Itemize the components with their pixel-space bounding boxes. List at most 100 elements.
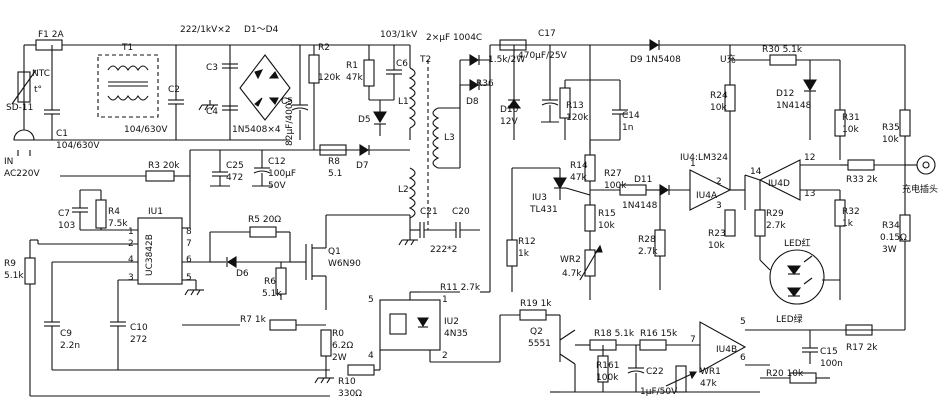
- output-filter: C17 470μF/25V D10 12V R13 120k C14 1n D9…: [500, 29, 938, 195]
- tl431-reference: R14 47k R27 100k D11 1N4148 IU3 TL431 R1…: [506, 140, 690, 296]
- c14-label: C14: [622, 111, 640, 121]
- r2-value: 120k: [318, 73, 341, 83]
- iu4d-pin-13: 13: [804, 189, 815, 199]
- r4-value: 7.5k: [108, 219, 128, 229]
- pin-4: 4: [128, 255, 134, 265]
- u-charge-label: U充: [720, 53, 736, 65]
- d12-label: D12: [776, 89, 794, 99]
- r10-value: 330Ω: [338, 389, 362, 399]
- c2-label: C2: [168, 85, 180, 95]
- r9-value: 5.1k: [4, 271, 24, 281]
- bridge-rectifier: 222/1kV×2 D1～D4 C3 C4 1N5408×4: [180, 25, 291, 141]
- c20-label: C20: [452, 207, 470, 217]
- r9-label: R9: [4, 259, 16, 269]
- r7-label: R7 1k: [240, 315, 267, 325]
- r0-value-a: 6.2Ω: [332, 341, 353, 351]
- opto-pin-2: 2: [442, 351, 448, 361]
- iu4d-label: IU4D: [768, 179, 790, 189]
- input-voltage-label: AC220V: [4, 169, 40, 179]
- r161-label: R161: [596, 361, 619, 371]
- c15-label: C15: [820, 347, 838, 357]
- opto-pin-5: 5: [368, 295, 374, 305]
- r12-value: 1k: [518, 249, 530, 259]
- opto-pin-1: 1: [442, 295, 448, 305]
- q1-value: W6N90: [328, 259, 361, 269]
- d11-label: D11: [634, 175, 652, 185]
- uc3842b-label: UC3842B: [145, 234, 155, 276]
- r15-value: 10k: [598, 221, 615, 231]
- iu4b-pin-5: 5: [740, 317, 746, 327]
- r6-value: 5.1k: [262, 289, 282, 299]
- led-green-label: LED绿: [776, 313, 803, 325]
- optocoupler-iu2: 5 4 2 1 IU2 4N35 R11 2.7k: [368, 45, 500, 363]
- r36-value: 1.5k/2W: [488, 55, 525, 65]
- iu4b-pin-6: 6: [740, 353, 746, 363]
- bicolor-led: LED红 LED绿: [759, 237, 841, 325]
- iu4a-pin-2: 2: [716, 177, 722, 187]
- iu2-label: IU2: [444, 317, 459, 327]
- c10-label: C10: [130, 323, 148, 333]
- r11-label: R11 2.7k: [440, 283, 481, 293]
- r14-label: R14: [570, 161, 588, 171]
- c3-label: C3: [206, 63, 218, 73]
- pin-7: 7: [186, 239, 192, 249]
- c12-value-a: 100μF: [268, 169, 296, 179]
- r31-label: R31: [842, 113, 860, 123]
- c5-label: C5: [281, 97, 293, 107]
- iu4b-label: IU4B: [716, 345, 737, 355]
- bridge-diode-label: 1N5408×4: [232, 125, 281, 135]
- opto-pin-4: 4: [368, 351, 374, 361]
- r24-value: 10k: [710, 103, 727, 113]
- c12-value-b: 50V: [268, 181, 286, 191]
- l1-label: L1: [398, 97, 409, 107]
- r3-label: R3 20k: [148, 161, 180, 171]
- iu4a-pin-1: 1: [690, 159, 696, 169]
- c9-label: C9: [60, 329, 72, 339]
- r13-label: R13: [566, 101, 584, 111]
- r23-value: 10k: [708, 241, 725, 251]
- r35-label: R35: [882, 123, 900, 133]
- c14-value: 1n: [622, 123, 633, 133]
- r34-value-a: 0.15Ω: [880, 233, 907, 243]
- bulk-capacitor-c5: C5 82μF/400V: [281, 44, 309, 146]
- d9-label: D9 1N5408: [630, 55, 681, 65]
- c10-value: 272: [130, 335, 147, 345]
- r29-label: R29: [766, 209, 784, 219]
- charge-plug-label: 充电插头: [902, 183, 938, 195]
- r31-value: 10k: [842, 125, 859, 135]
- r18-label: R18 5.1k: [594, 329, 635, 339]
- r4-label: R4: [108, 207, 120, 217]
- pin-8: 8: [186, 227, 192, 237]
- ntc-label: NTC: [32, 69, 50, 79]
- l3-label: L3: [444, 133, 455, 143]
- d5-label: D5: [358, 115, 371, 125]
- c1-value: 104/630V: [56, 141, 100, 151]
- r0-label: R0: [332, 329, 344, 339]
- r15-label: R15: [598, 209, 616, 219]
- r30-label: R30 5.1k: [762, 45, 803, 55]
- c6-label: C6: [396, 59, 408, 69]
- r14-value: 47k: [570, 173, 587, 183]
- iu2-value: 4N35: [444, 329, 468, 339]
- pwm-controller: IU1 UC3842B 1 2 4 3 8 7 6 5 R3 20k C7 10…: [4, 150, 330, 396]
- opamp-iu4d: IU4D 12 13 14 R33 2k R32 1k R34 0.15Ω 3W…: [744, 153, 911, 330]
- iu4d-pin-12: 12: [804, 153, 815, 163]
- tl431-label: TL431: [529, 205, 558, 215]
- cap-2uf-label: 2×μF 1004C: [426, 33, 482, 43]
- aux-supply: C25 472 C12 100μF 50V R8 5.1 D7: [190, 144, 410, 191]
- r32-value: 1k: [842, 219, 854, 229]
- c15-value: 100n: [820, 359, 843, 369]
- feedback-driver: R19 1k Q2 5551 R18 5.1k R16 15k R161 100…: [499, 296, 905, 397]
- c12-label: C12: [268, 157, 286, 167]
- choke-t1: T1 104/630V C2: [97, 43, 184, 140]
- diodes-d1d4-label: D1～D4: [244, 25, 279, 35]
- c21-label: C21: [420, 207, 438, 217]
- c9-value: 2.2n: [60, 341, 80, 351]
- t2-label: T2: [419, 55, 431, 65]
- r28-value: 2.7k: [638, 247, 658, 257]
- d8-label: D8: [466, 97, 479, 107]
- r20-label: R20 10k: [766, 369, 804, 379]
- ntc-temp-label: t°: [34, 85, 42, 95]
- wr2-label: WR2: [560, 255, 581, 265]
